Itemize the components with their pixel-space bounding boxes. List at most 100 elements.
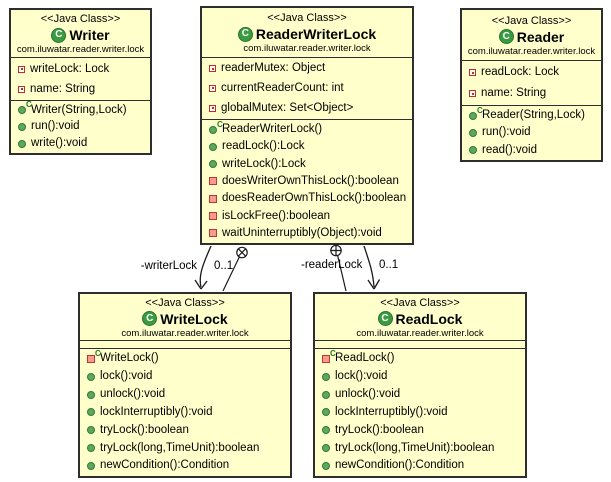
- class-box-writer[interactable]: <<Java Class>> C Writer com.iluwatar.rea…: [9, 8, 152, 155]
- association-writer-lock[interactable]: [194, 245, 212, 290]
- public-method-icon: [209, 142, 217, 151]
- method-text: lock():void: [335, 370, 388, 383]
- class-header: <<Java Class>> C ReaderWriterLock com.il…: [202, 8, 412, 57]
- method-row: unlock():void: [315, 388, 525, 401]
- stereotype-label: <<Java Class>>: [40, 13, 121, 25]
- field-text: globalMutex: Set<Object>: [221, 101, 354, 114]
- private-constructor-icon: C: [87, 349, 101, 363]
- circle-plus-icon: [330, 244, 342, 257]
- private-method-icon: [209, 212, 217, 221]
- method-row: lockInterruptibly():void: [80, 406, 290, 419]
- methods-compartment: C ReadLock() lock():void unlock():void l…: [315, 348, 525, 476]
- class-icon: C: [142, 311, 158, 326]
- public-method-icon: [18, 139, 26, 148]
- method-text: readLock():Lock: [222, 140, 305, 153]
- method-row: tryLock():boolean: [315, 424, 525, 437]
- constructor-marker: C: [477, 105, 483, 115]
- method-row: C WriteLock(): [80, 349, 290, 365]
- method-text: tryLock():boolean: [100, 423, 189, 436]
- field-row: globalMutex: Set<Object>: [202, 102, 412, 115]
- public-method-icon: [322, 372, 330, 381]
- method-row: C ReaderWriterLock(): [202, 120, 412, 136]
- fields-compartment: readerMutex: Object currentReaderCount: …: [202, 57, 412, 119]
- private-field-icon: [209, 104, 216, 112]
- methods-compartment: C ReaderWriterLock() readLock():Lock wri…: [202, 119, 412, 243]
- class-icon: C: [51, 27, 67, 43]
- private-field-icon: [209, 65, 216, 73]
- public-constructor-icon: C: [18, 101, 32, 115]
- method-text: newCondition():Condition: [335, 459, 465, 472]
- class-package: com.iluwatar.reader.writer.lock: [16, 44, 145, 55]
- method-text: WriteLock(): [100, 352, 159, 365]
- class-name: Reader: [516, 28, 565, 45]
- stereotype-label: <<Java Class>>: [491, 14, 572, 27]
- methods-compartment: C WriteLock() lock():void unlock():void …: [80, 348, 290, 476]
- private-field-icon: [18, 65, 25, 73]
- method-text: tryLock():boolean: [335, 423, 424, 436]
- method-text: lockInterruptibly():void: [335, 405, 448, 418]
- method-row: newCondition():Condition: [315, 459, 525, 472]
- fields-compartment-empty: [80, 340, 290, 348]
- class-icon: C: [237, 26, 253, 42]
- field-text: writeLock: Lock: [30, 62, 110, 75]
- circle-cross-icon: [236, 246, 248, 259]
- method-text: waitUninterruptibly(Object):void: [222, 226, 382, 239]
- multiplicity-writer-lock: 0..1: [214, 260, 234, 272]
- field-text: name: String: [30, 82, 96, 95]
- public-constructor-icon: C: [469, 106, 483, 120]
- stereotype-label: <<Java Class>>: [145, 296, 225, 309]
- private-method-icon: [209, 194, 217, 203]
- field-text: readLock: Lock: [481, 66, 559, 78]
- public-method-icon: [87, 461, 95, 470]
- public-constructor-icon: C: [209, 120, 223, 134]
- method-text: writeLock():Lock: [222, 157, 306, 170]
- method-row: read():void: [462, 144, 601, 157]
- class-box-reader[interactable]: <<Java Class>> C Reader com.iluwatar.rea…: [460, 8, 603, 162]
- constructor-marker: C: [26, 100, 32, 110]
- class-icon-letter: C: [502, 30, 510, 42]
- class-box-read-lock[interactable]: <<Java Class>> C ReadLock com.iluwatar.r…: [313, 292, 527, 478]
- method-text: newCondition():Condition: [100, 459, 230, 472]
- public-method-icon: [87, 426, 95, 435]
- field-text: name: String: [481, 87, 547, 99]
- private-field-icon: [469, 90, 476, 97]
- method-row: lock():void: [80, 370, 290, 383]
- method-text: run():void: [31, 120, 80, 133]
- association-reader-lock[interactable]: [363, 245, 381, 290]
- class-icon-letter: C: [381, 312, 389, 324]
- field-row: name: String: [462, 87, 601, 100]
- public-method-icon: [322, 444, 330, 453]
- method-text: unlock():void: [100, 388, 166, 401]
- public-method-icon: [322, 426, 330, 435]
- fields-compartment: writeLock: Lock name: String: [11, 57, 150, 100]
- class-header: <<Java Class>> C ReadLock com.iluwatar.r…: [315, 294, 525, 340]
- method-row: tryLock():boolean: [80, 424, 290, 437]
- constructor-marker: C: [217, 119, 223, 129]
- constructor-marker: C: [95, 348, 101, 358]
- method-text: Reader(String,Lock): [482, 109, 585, 122]
- constructor-marker: C: [330, 348, 336, 358]
- methods-compartment: C Reader(String,Lock) run():void read():…: [462, 105, 601, 160]
- class-name: ReaderWriterLock: [255, 26, 377, 42]
- method-row: run():void: [462, 126, 601, 139]
- open-arrow-icon: [194, 279, 208, 290]
- method-text: ReadLock(): [335, 352, 395, 365]
- class-box-reader-writer-lock[interactable]: <<Java Class>> C ReaderWriterLock com.il…: [200, 6, 414, 245]
- method-text: Writer(String,Lock): [31, 103, 127, 116]
- circle-cross-icon: [238, 248, 246, 257]
- method-row: run():void: [11, 120, 150, 133]
- multiplicity-reader-lock: 0..1: [379, 259, 399, 271]
- class-box-write-lock[interactable]: <<Java Class>> C WriteLock com.iluwatar.…: [78, 292, 292, 478]
- class-icon: C: [498, 29, 514, 44]
- method-row: tryLock(long,TimeUnit):boolean: [315, 442, 525, 455]
- method-row: writeLock():Lock: [202, 158, 412, 171]
- class-package: com.iluwatar.reader.writer.lock: [243, 43, 371, 54]
- field-row: currentReaderCount: int: [202, 82, 412, 95]
- class-icon-letter: C: [55, 29, 63, 40]
- method-row: unlock():void: [80, 388, 290, 401]
- method-row: doesWriterOwnThisLock():boolean: [202, 175, 412, 188]
- private-method-icon: [209, 177, 217, 186]
- method-row: C Reader(String,Lock): [462, 106, 601, 122]
- class-package: com.iluwatar.reader.writer.lock: [467, 45, 596, 57]
